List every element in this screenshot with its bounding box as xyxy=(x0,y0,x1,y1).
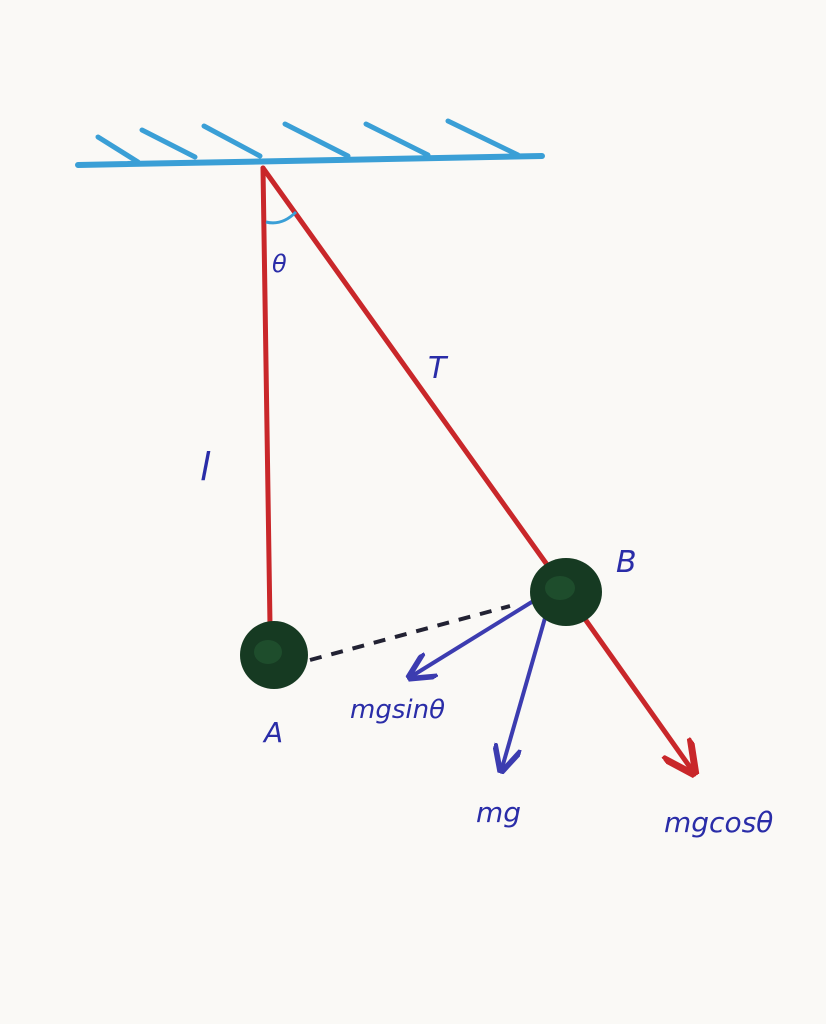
mgcos-label: mgcosθ xyxy=(664,806,773,839)
ceiling-line xyxy=(75,153,545,168)
tension-label: T xyxy=(428,351,449,386)
ceiling-support xyxy=(75,118,545,168)
mg-label: mg xyxy=(476,796,521,829)
bob-a xyxy=(240,621,308,689)
mgsin-arrow xyxy=(412,598,537,676)
string-displaced xyxy=(260,165,551,569)
theta-arc xyxy=(265,210,298,225)
ceiling-hatching xyxy=(95,118,521,165)
mgcos-arrow xyxy=(577,610,692,770)
length-label: l xyxy=(200,445,211,489)
theta-label: θ xyxy=(272,250,287,278)
point-a-label: A xyxy=(262,716,283,749)
mg-arrow xyxy=(502,617,547,768)
mgsin-label: mgsinθ xyxy=(350,695,445,725)
bob-b xyxy=(530,558,602,626)
point-b-label: B xyxy=(616,545,637,580)
string-vertical xyxy=(260,165,273,628)
